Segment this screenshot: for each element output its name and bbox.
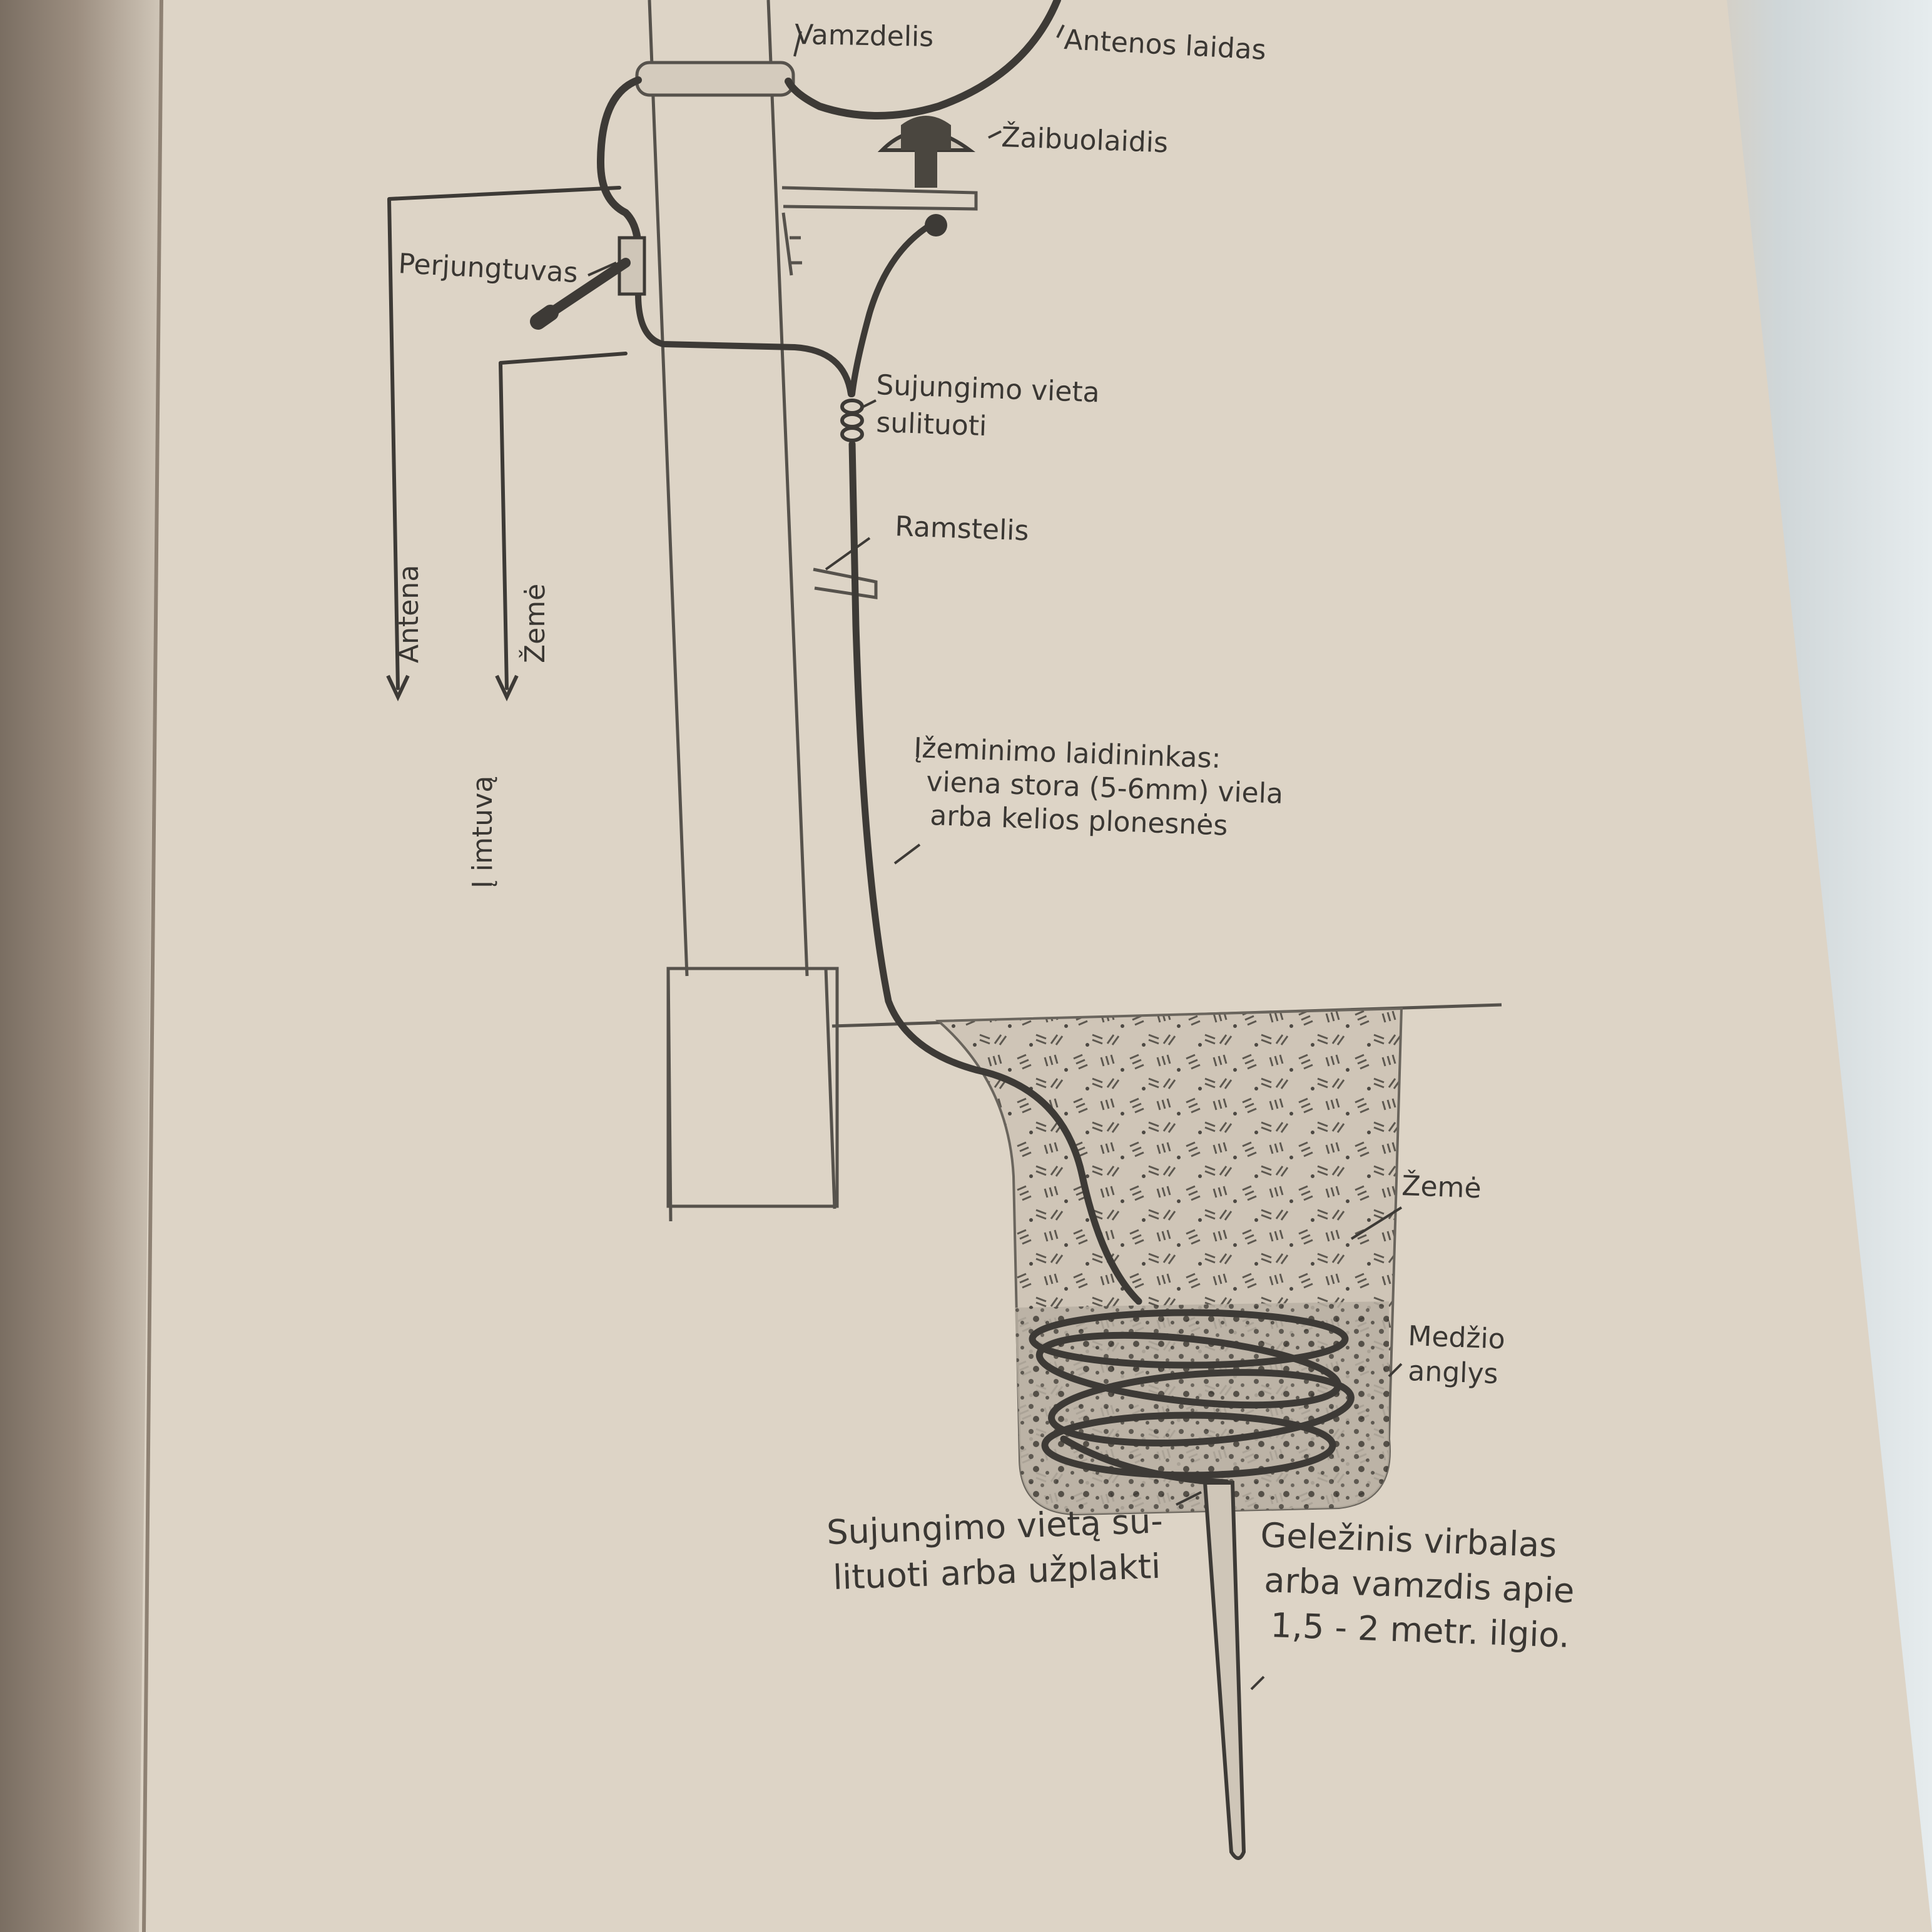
receiver-leads: [386, 186, 628, 702]
label-sulituoti-top: sulituoti: [876, 407, 987, 442]
label-vamzdelis: Vamzdelis: [795, 19, 934, 53]
label-anglys: anglys: [1408, 1355, 1499, 1390]
label-zeme-lead: Žemė: [518, 584, 551, 663]
page-sheet: [139, 0, 1932, 1932]
label-ramstelis: Ramstelis: [895, 511, 1030, 547]
lightning-arrester: [877, 116, 976, 236]
ground-conductor: [848, 440, 1142, 1305]
pole: [635, 0, 978, 1222]
label-antena: Antena: [393, 565, 425, 663]
label-zaibuolaidis: Žaibuolaidis: [1001, 120, 1169, 159]
iron-rod: [1202, 1481, 1246, 1860]
wiring: [530, 0, 1355, 1860]
switch-device: [530, 236, 646, 330]
wire-coil: [1029, 1309, 1355, 1487]
label-i-imtuva: Į imtuvą: [467, 776, 499, 888]
solder-joint: [840, 399, 864, 442]
leader-lines: [587, 24, 1403, 1690]
label-zeme-soil: Žemė: [1401, 1169, 1482, 1204]
page-left-edge: [142, 0, 163, 1932]
ground: [831, 1003, 1502, 1516]
label-medzio: Medžio: [1408, 1320, 1506, 1355]
label-sujungimo-vieta-top: Sujungimo vieta: [876, 369, 1101, 409]
